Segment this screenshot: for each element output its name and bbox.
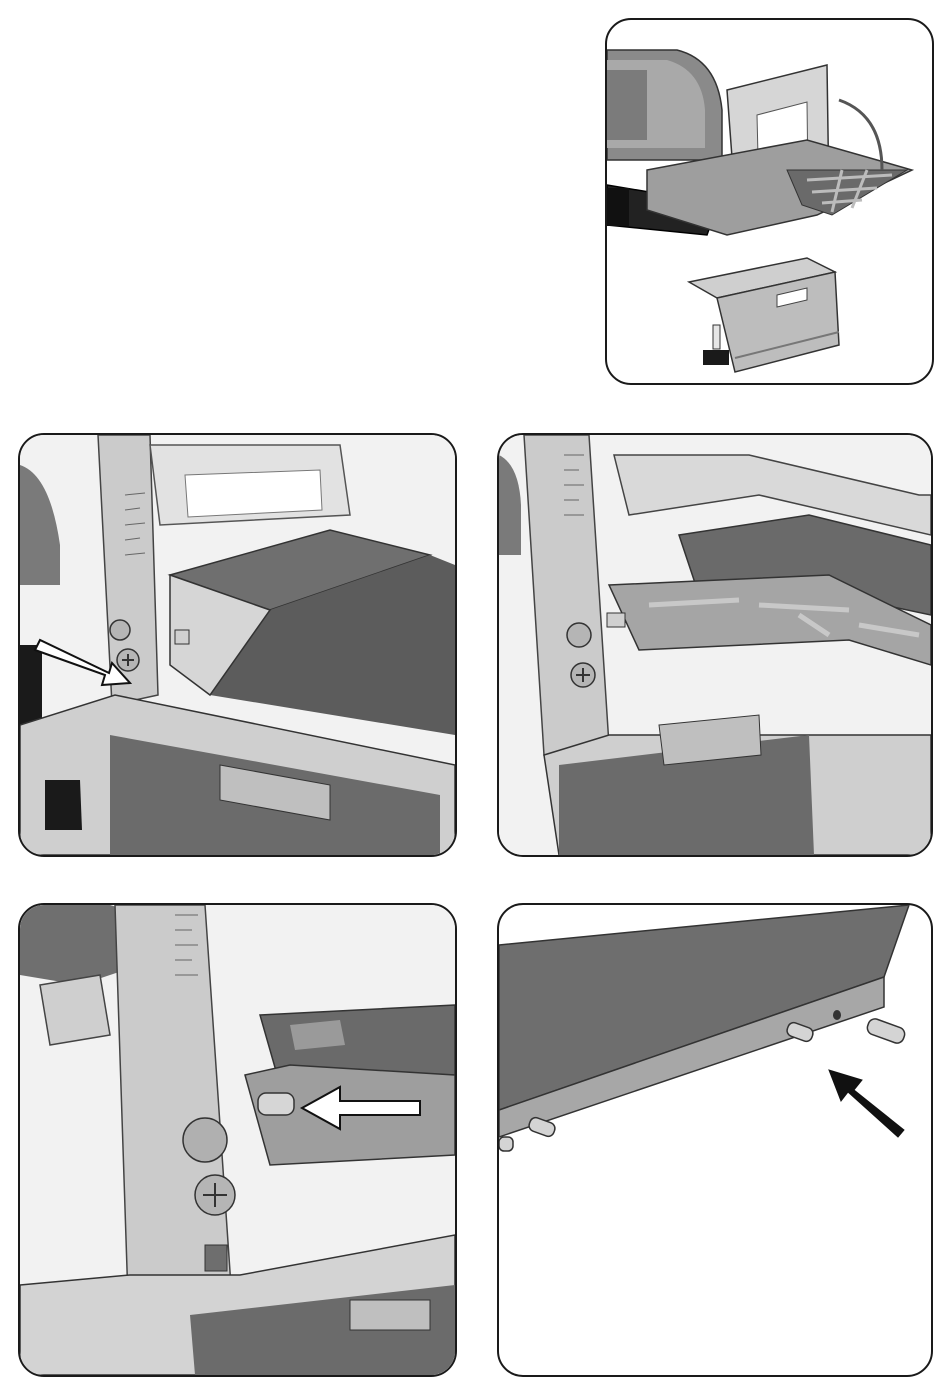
overview-figure-panel	[605, 18, 934, 385]
extension-board-pins-illustration	[499, 905, 931, 1375]
step-2-figure-panel	[497, 433, 933, 857]
bracket-screw-arrow-illustration	[20, 435, 455, 855]
tool-overview-illustration	[607, 20, 932, 383]
plate-mounted-illustration	[499, 435, 931, 855]
step-3-figure-panel	[18, 903, 457, 1377]
step-4-figure-panel	[497, 903, 933, 1377]
step-1-figure-panel	[18, 433, 457, 857]
pin-insert-arrow-illustration	[20, 905, 455, 1375]
